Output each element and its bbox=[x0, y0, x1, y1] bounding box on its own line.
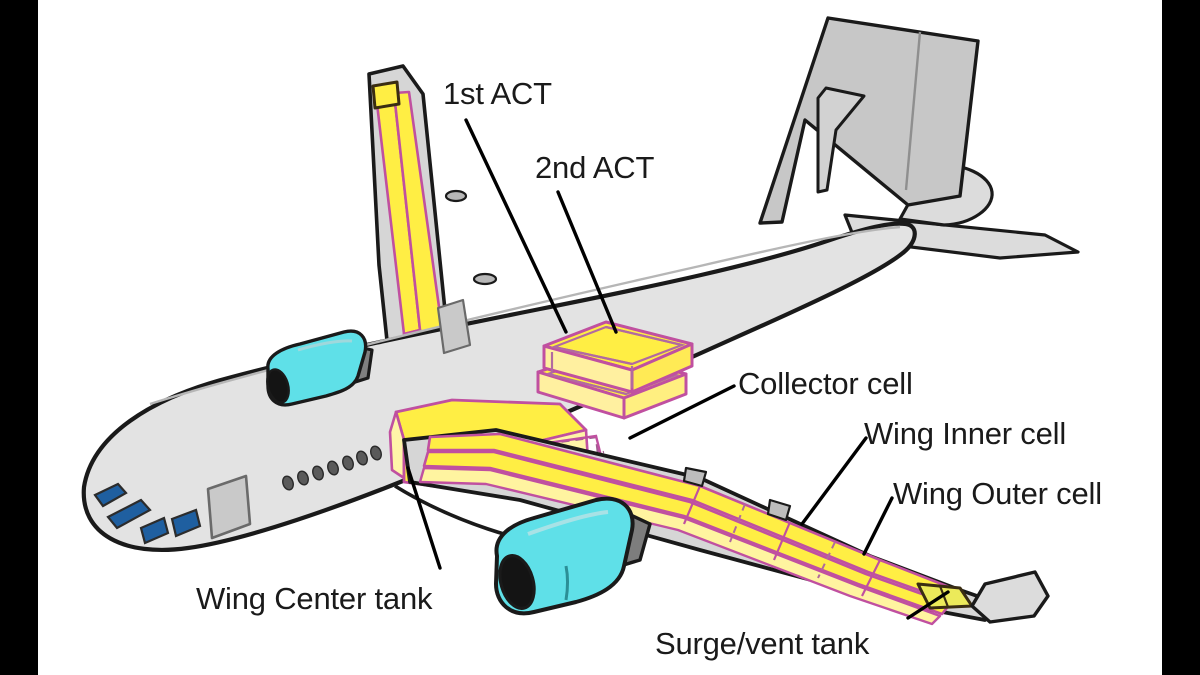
cockpit-window-4 bbox=[170, 508, 202, 538]
right-wing-flap-fairing-2 bbox=[766, 498, 792, 522]
label-wing-outer-cell: Wing Outer cell bbox=[893, 476, 1102, 511]
aft-passenger-door bbox=[436, 298, 472, 355]
horizontal-stabilizer-left bbox=[816, 86, 866, 194]
right-wing-fuel-band-mid bbox=[422, 450, 952, 616]
leader-collector-cell bbox=[628, 384, 736, 440]
leader-wing-center-tank bbox=[406, 466, 442, 570]
label-surge-vent-tank: Surge/vent tank bbox=[655, 626, 870, 661]
right-wing-cell-dividers bbox=[682, 485, 881, 597]
label-1st-act: 1st ACT bbox=[443, 76, 552, 111]
fuselage-crown-line bbox=[149, 225, 901, 406]
cockpit-window-2 bbox=[106, 498, 152, 530]
leader-wing-outer-cell bbox=[862, 496, 894, 556]
letterbox-bar-right bbox=[1162, 0, 1200, 675]
leader-wing-inner-cell bbox=[800, 436, 868, 526]
wing-center-tank-front-face bbox=[388, 410, 406, 480]
leader-lines bbox=[406, 118, 950, 620]
cabin-window-row bbox=[282, 445, 382, 491]
cockpit-window-1 bbox=[93, 482, 128, 508]
label-wing-inner-cell: Wing Inner cell bbox=[864, 416, 1067, 451]
label-2nd-act: 2nd ACT bbox=[535, 150, 655, 185]
left-wing-flap-fairing-1 bbox=[444, 189, 468, 203]
letterbox-bar-left bbox=[0, 0, 38, 675]
right-wing-flap-fairing-1 bbox=[682, 466, 708, 488]
label-collector-cell: Collector cell bbox=[738, 366, 913, 401]
tank-1st-act bbox=[542, 320, 694, 394]
vertical-stabilizer bbox=[758, 16, 980, 225]
cockpit-window-3 bbox=[139, 516, 170, 545]
vertical-stabilizer-rudder-line bbox=[904, 31, 922, 191]
label-wing-center-tank: Wing Center tank bbox=[196, 581, 433, 616]
right-wing-cell-dividers-dashed bbox=[729, 503, 836, 579]
leader-second-act bbox=[556, 190, 618, 334]
left-engine-nacelle bbox=[266, 329, 374, 407]
right-engine-nacelle bbox=[494, 496, 652, 616]
left-wing-surge-vent-tank bbox=[371, 80, 401, 110]
right-winglet bbox=[970, 570, 1050, 624]
forward-passenger-door bbox=[206, 474, 252, 540]
leader-surge-vent-tank bbox=[906, 590, 950, 620]
left-wing-flap-fairing-2 bbox=[472, 272, 498, 286]
leader-first-act bbox=[464, 118, 568, 334]
